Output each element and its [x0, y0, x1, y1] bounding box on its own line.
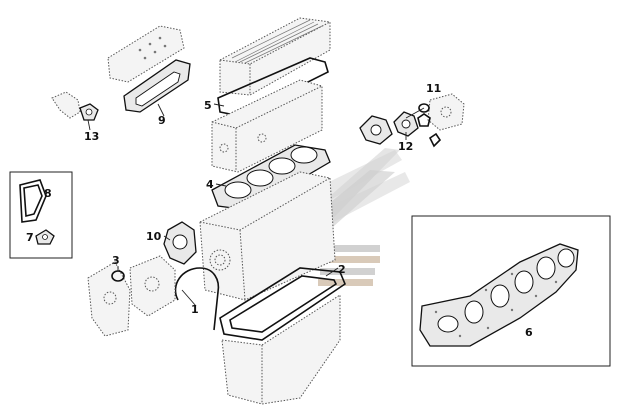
oil-pan: [221, 294, 341, 405]
callout-2: 2: [338, 263, 346, 276]
intake-plenum-cover: [107, 25, 185, 83]
oil-pan-gasket: [219, 267, 346, 341]
head-gasket: [211, 144, 331, 211]
thermostat-housing-left: [51, 91, 81, 119]
callout-5: 5: [204, 99, 212, 112]
sensor-plug: [428, 132, 442, 148]
callout-6: 6: [525, 326, 533, 339]
callout-4: 4: [206, 178, 214, 191]
thermostat-gasket-left: [79, 103, 99, 121]
callout-11: 11: [426, 82, 441, 95]
callout-13: 13: [84, 130, 99, 143]
water-pump-gasket: [163, 221, 197, 265]
callout-10: 10: [146, 230, 162, 243]
callout-9: 9: [158, 114, 166, 127]
cylinder-head: [211, 79, 323, 173]
timing-cover-rear: [129, 255, 176, 317]
water-outlet-gasket-2: [393, 111, 419, 137]
leader-lines: [87, 103, 425, 307]
intake-plenum-gasket: [123, 59, 191, 113]
detail-box-right: [411, 215, 611, 367]
rear-main-seal: [174, 267, 220, 331]
valve-cover-gasket: [217, 57, 329, 117]
thermostat-ring-right: [417, 103, 431, 127]
detail-box-left: [9, 171, 73, 259]
callout-3: 3: [112, 254, 120, 267]
callout-12: 12: [398, 140, 413, 153]
callout-labels: 1 2 3 4 5 6 7 8 9 10 11 12 13: [26, 82, 533, 339]
callout-1: 1: [191, 303, 199, 316]
callout-7: 7: [26, 231, 34, 244]
water-outlet-gasket-1: [359, 115, 393, 145]
valve-cover: [219, 17, 331, 96]
callout-8: 8: [44, 187, 52, 200]
thermostat-housing-right: [427, 93, 465, 131]
